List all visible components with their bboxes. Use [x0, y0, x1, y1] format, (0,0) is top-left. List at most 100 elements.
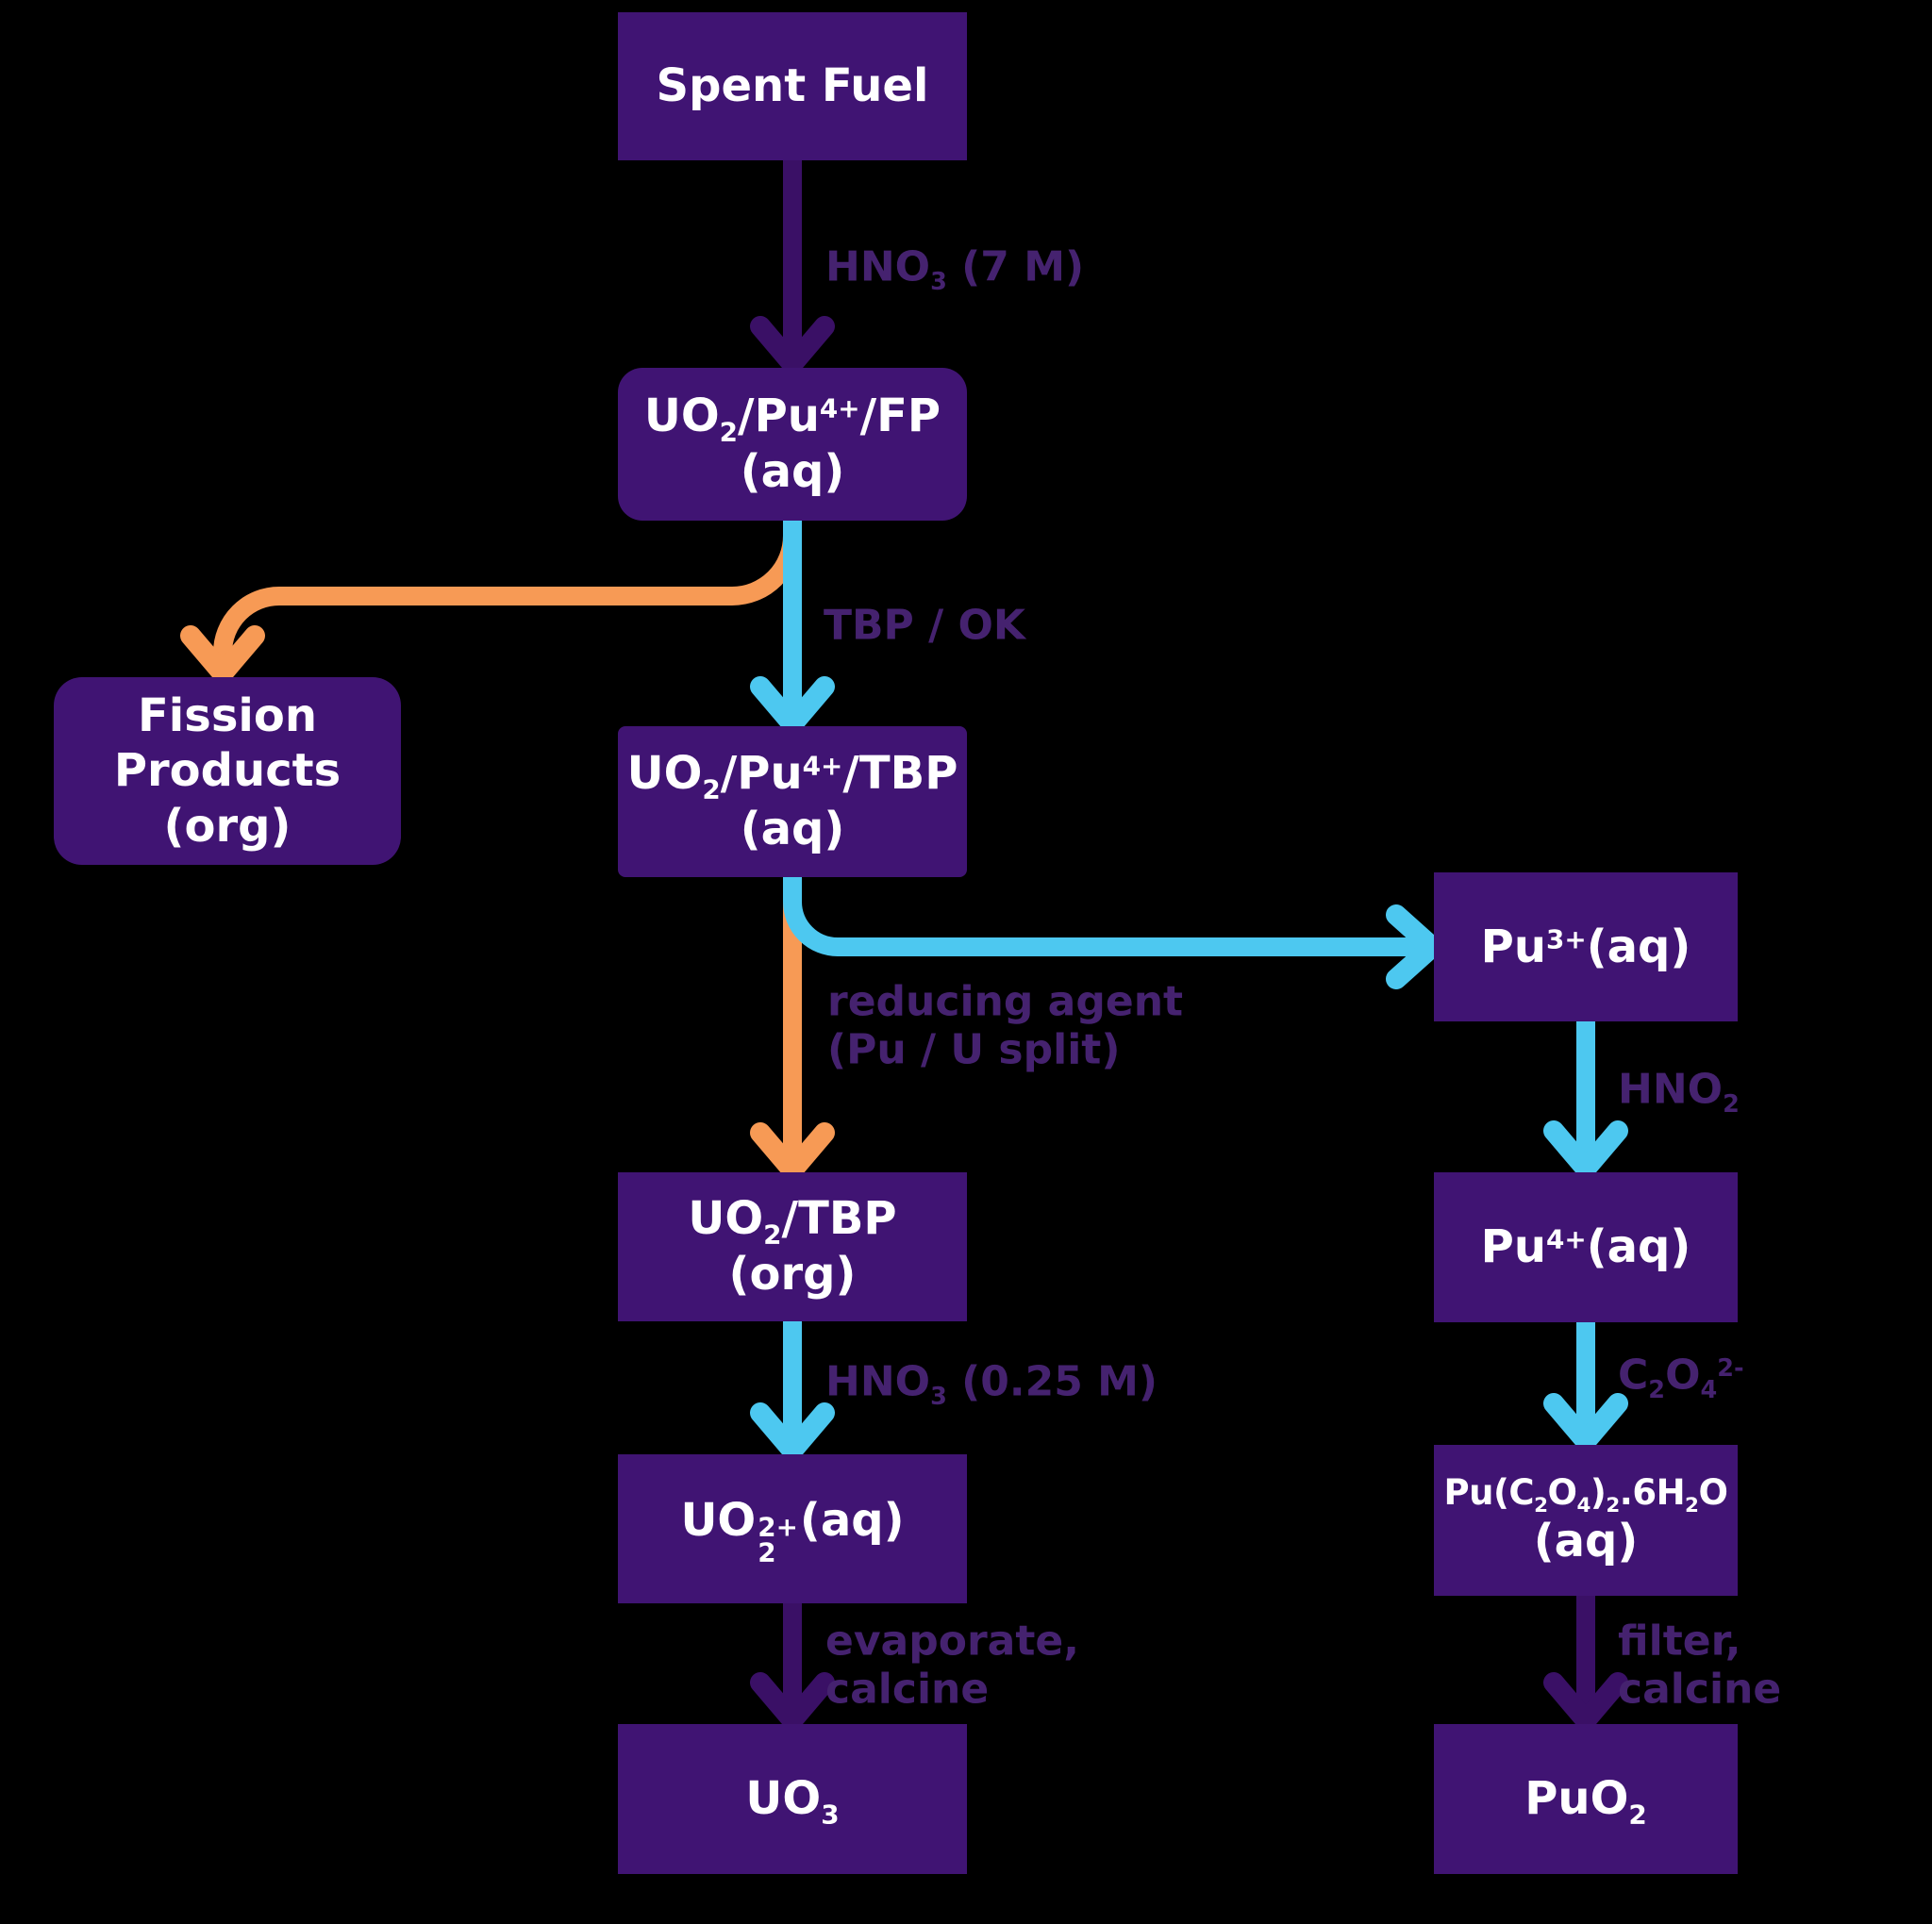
node-pu4: Pu4+(aq): [1434, 1172, 1738, 1322]
text-line: Products: [114, 743, 341, 799]
text-run: /TBP: [842, 747, 958, 801]
edge-label-reducing-agent: reducing agent(Pu / U split): [827, 978, 1183, 1075]
superscript: 4+: [819, 392, 860, 424]
text-run: PuO: [1524, 1772, 1629, 1826]
node-pu-oxalate: Pu(C2O4)2.6H2O(aq): [1434, 1445, 1738, 1596]
text-run: O: [1665, 1351, 1701, 1400]
text-line: (aq): [741, 444, 845, 500]
text-line: (aq): [1534, 1514, 1639, 1569]
node-spent-fuel: Spent Fuel: [618, 12, 967, 160]
text-run: /Pu: [720, 747, 803, 801]
text-line: HNO3 (7 M): [825, 242, 1085, 296]
text-run: UO: [643, 390, 720, 443]
edge-label-filter-calcine: filter,calcine: [1618, 1617, 1781, 1715]
text-run: HNO: [825, 1357, 931, 1406]
superscript: 2-: [1717, 1353, 1744, 1383]
text-run: UO: [680, 1494, 757, 1548]
text-line: UO2/Pu4+/TBP: [626, 746, 958, 805]
text-line: TBP / OK: [824, 601, 1025, 649]
text-run: TBP / OK: [824, 601, 1026, 650]
subscript: 3: [821, 1799, 840, 1831]
subscript: 4: [1700, 1375, 1718, 1404]
node-uo2-pu-tbp: UO2/Pu4+/TBP(aq): [618, 726, 967, 877]
edge-spentfuel-to-uo2pufp: [750, 151, 835, 374]
subscript: 2: [1685, 1494, 1699, 1518]
superscript: 3+: [1546, 923, 1587, 955]
text-run: Fission: [138, 688, 317, 742]
text-line: calcine: [1618, 1666, 1781, 1714]
text-line: reducing agent: [827, 978, 1183, 1026]
text-line: UO2/TBP: [688, 1191, 897, 1251]
edge-label-hno2: HNO2: [1618, 1065, 1740, 1119]
text-run: (aq): [740, 803, 845, 855]
text-run: Pu: [1480, 1220, 1547, 1274]
text-line: (org): [729, 1247, 857, 1302]
text-line: UO3: [745, 1771, 839, 1831]
text-run: UO: [688, 1192, 764, 1246]
edge-pu3-to-pu4: [1543, 1012, 1628, 1179]
text-line: filter,: [1618, 1617, 1781, 1666]
text-run: ): [1590, 1472, 1607, 1514]
text-run: Pu: [1480, 920, 1547, 973]
text-run: evaporate,: [825, 1617, 1079, 1666]
node-uo3: UO3: [618, 1724, 967, 1874]
subscript: 2: [719, 417, 739, 449]
text-line: calcine: [825, 1666, 1079, 1714]
text-run: Spent Fuel: [656, 59, 929, 113]
text-line: Pu3+(aq): [1481, 920, 1691, 975]
text-run: (aq): [1586, 1220, 1691, 1274]
superscript: 4+: [1546, 1223, 1587, 1255]
text-run: (aq): [740, 445, 845, 498]
text-line: Pu(C2O4)2.6H2O: [1443, 1471, 1728, 1518]
text-line: PuO2: [1524, 1771, 1647, 1831]
subscript: 3: [930, 1382, 947, 1411]
text-run: /FP: [859, 390, 941, 443]
node-puo2: PuO2: [1434, 1724, 1738, 1874]
text-line: HNO3 (0.25 M): [825, 1357, 1158, 1411]
text-run: Pu(C: [1443, 1472, 1535, 1514]
edge-label-hno3-7m: HNO3 (7 M): [825, 242, 1085, 296]
text-line: HNO2: [1618, 1065, 1740, 1119]
stacked-script: 2+2: [758, 1511, 798, 1568]
text-run: (7 M): [946, 242, 1085, 291]
text-run: (aq): [1586, 920, 1691, 973]
subscript: 2: [763, 1219, 782, 1252]
text-run: 6H: [1632, 1472, 1686, 1514]
text-run: filter,: [1618, 1617, 1741, 1666]
subscript: 2: [702, 774, 721, 806]
text-run: O: [1547, 1472, 1577, 1514]
text-line: Pu4+(aq): [1481, 1219, 1691, 1275]
superscript: 4+: [802, 750, 843, 782]
subscript: 2: [1606, 1494, 1620, 1518]
text-run: reducing agent: [827, 977, 1184, 1026]
text-line: C2O42-: [1618, 1351, 1744, 1404]
text-line: (Pu / U split): [827, 1026, 1183, 1074]
subscript: 2: [1648, 1375, 1666, 1404]
text-line: Spent Fuel: [657, 58, 929, 114]
subscript: 4: [1576, 1494, 1591, 1518]
text-run: C: [1618, 1351, 1649, 1400]
subscript: 2: [1723, 1089, 1740, 1119]
text-line: evaporate,: [825, 1617, 1079, 1666]
node-uo2-tbp: UO2/TBP(org): [618, 1172, 967, 1321]
edge-uo2aq-to-uo3: [750, 1594, 835, 1731]
subscript: 2: [758, 1536, 776, 1568]
text-run: O: [1698, 1472, 1728, 1514]
subscript: 3: [930, 267, 947, 296]
edge-label-c2o4: C2O42-: [1618, 1351, 1744, 1404]
node-pu3: Pu3+(aq): [1434, 872, 1738, 1021]
text-run: UO: [626, 747, 703, 801]
edge-uo2pufp-to-uo2putbp: [750, 511, 835, 735]
edge-label-hno3-025m: HNO3 (0.25 M): [825, 1357, 1158, 1411]
text-run: /TBP: [781, 1192, 897, 1246]
node-uo2-pu-fp: UO2/Pu4+/FP(aq): [618, 368, 967, 521]
edge-uo2pufp-to-fission: [180, 511, 802, 684]
text-run: HNO: [1618, 1065, 1724, 1114]
superscript: 2+: [758, 1511, 798, 1543]
text-line: (aq): [741, 802, 845, 857]
text-run: (org): [728, 1248, 857, 1301]
text-run: calcine: [1618, 1666, 1782, 1714]
